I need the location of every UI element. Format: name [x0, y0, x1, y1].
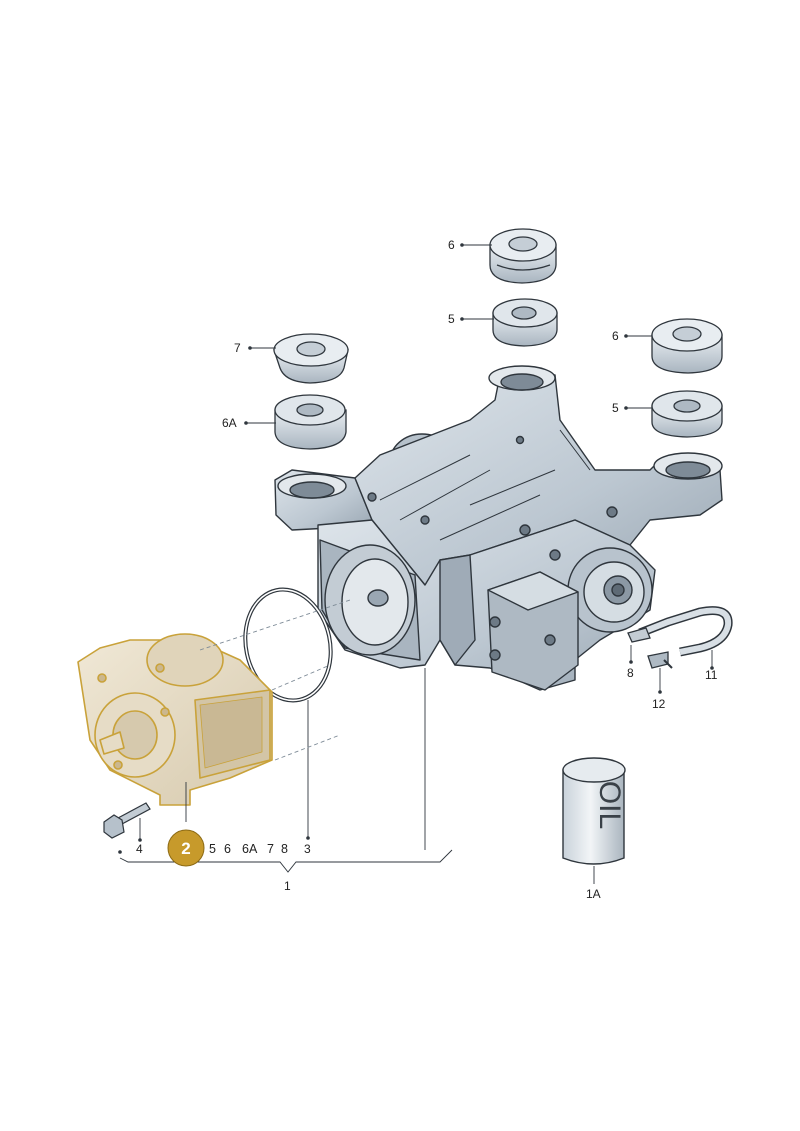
callout-11: 11	[705, 668, 718, 682]
bottom-row-refs: 5 6 6A 7 8	[209, 842, 288, 856]
breather-hose	[627, 606, 733, 657]
ref-6a: 6A	[242, 842, 258, 856]
housing-mount-bores	[277, 365, 723, 499]
ref-7: 7	[267, 842, 274, 856]
differential-housing	[274, 374, 723, 691]
mount-6-top	[489, 228, 557, 284]
ref-6: 6	[224, 842, 231, 856]
callout-6-right: 6	[612, 329, 619, 343]
mount-6a	[274, 394, 347, 450]
callout-8: 8	[627, 666, 634, 680]
bolt	[103, 802, 151, 839]
oil-can: OIL	[562, 757, 626, 865]
callout-5-top: 5	[448, 312, 455, 326]
mount-7	[273, 333, 349, 384]
callout-5-right: 5	[612, 401, 619, 415]
ref-8: 8	[281, 842, 288, 856]
callout-6-top: 6	[448, 238, 455, 252]
hose-clip	[647, 651, 673, 669]
o-ring	[243, 587, 333, 703]
badge-label: 2	[181, 839, 190, 858]
callout-3: 3	[304, 842, 311, 856]
callout-7: 7	[234, 341, 241, 355]
callout-1: 1	[284, 879, 291, 893]
callout-12: 12	[652, 697, 666, 711]
highlighted-pump-assembly	[77, 633, 273, 806]
badge-circle[interactable]	[167, 829, 205, 867]
mount-5-top	[492, 298, 558, 347]
callout-6a-left: 6A	[222, 416, 237, 430]
callout-4: 4	[136, 842, 143, 856]
mount-6-right	[651, 318, 723, 374]
callout-1a: 1A	[586, 887, 601, 901]
leader-lines	[119, 244, 713, 884]
mount-5-right	[651, 390, 723, 438]
part-badge-2[interactable]: 2	[167, 829, 205, 867]
oil-can-label: OIL	[593, 781, 626, 829]
ref-5: 5	[209, 842, 216, 856]
leader-dots	[118, 243, 714, 854]
